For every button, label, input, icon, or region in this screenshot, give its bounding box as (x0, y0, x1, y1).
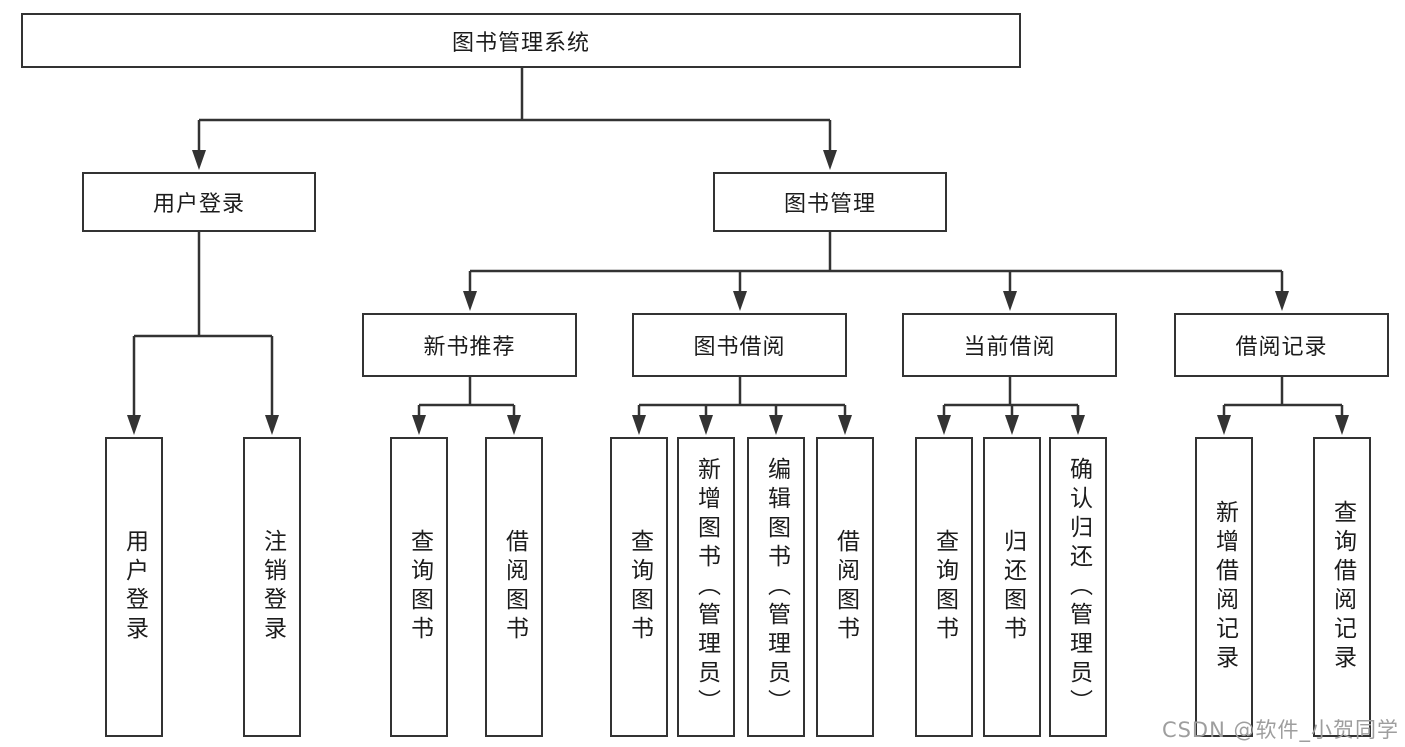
leaf-current-query-books-label: 查询图书 (931, 529, 958, 645)
leaf-current-return-books-label: 归还图书 (999, 529, 1026, 645)
leaf-records-add-record: 新增借阅记录 (1195, 437, 1253, 737)
node-book-borrowing: 图书借阅 (632, 313, 847, 377)
leaf-current-confirm-return-admin: 确认归还（管理员） (1049, 437, 1107, 737)
node-book-management-label: 图书管理 (783, 192, 876, 217)
leaf-records-query-record: 查询借阅记录 (1313, 437, 1371, 737)
node-book-borrowing-label: 图书借阅 (693, 335, 786, 360)
node-current-borrowing: 当前借阅 (902, 313, 1117, 377)
csdn-watermark: CSDN @软件_小贺同学 (1161, 718, 1399, 742)
leaf-user-login-label: 用户登录 (121, 529, 148, 645)
node-new-book-recommend: 新书推荐 (362, 313, 577, 377)
leaf-borrowing-query-books: 查询图书 (610, 437, 668, 737)
leaf-newbook-borrow-books: 借阅图书 (485, 437, 543, 737)
leaf-borrowing-query-books-label: 查询图书 (626, 529, 653, 645)
node-borrowing-records-label: 借阅记录 (1235, 335, 1328, 360)
leaf-borrowing-add-books-admin-label: 新增图书（管理员） (693, 456, 720, 718)
leaf-borrowing-borrow-books: 借阅图书 (816, 437, 874, 737)
leaf-current-return-books: 归还图书 (983, 437, 1041, 737)
leaf-newbook-query-books: 查询图书 (390, 437, 448, 737)
node-user-login: 用户登录 (82, 172, 316, 232)
node-user-login-label: 用户登录 (152, 192, 245, 217)
leaf-current-confirm-return-admin-label: 确认归还（管理员） (1065, 456, 1092, 718)
leaf-borrowing-edit-books-admin: 编辑图书（管理员） (747, 437, 805, 737)
leaf-records-query-record-label: 查询借阅记录 (1329, 500, 1356, 674)
connector-arrows (127, 150, 1349, 435)
node-book-management: 图书管理 (713, 172, 947, 232)
node-root-label: 图书管理系统 (451, 30, 590, 56)
leaf-borrowing-add-books-admin: 新增图书（管理员） (677, 437, 735, 737)
leaf-logout-label: 注销登录 (259, 529, 286, 645)
node-root: 图书管理系统 (21, 13, 1021, 68)
leaf-current-query-books: 查询图书 (915, 437, 973, 737)
node-new-book-recommend-label: 新书推荐 (423, 335, 516, 360)
leaf-records-add-record-label: 新增借阅记录 (1211, 500, 1238, 674)
leaf-newbook-borrow-books-label: 借阅图书 (501, 529, 528, 645)
leaf-user-login: 用户登录 (105, 437, 163, 737)
node-current-borrowing-label: 当前借阅 (963, 335, 1056, 360)
node-borrowing-records: 借阅记录 (1174, 313, 1389, 377)
leaf-logout: 注销登录 (243, 437, 301, 737)
leaf-borrowing-edit-books-admin-label: 编辑图书（管理员） (763, 456, 790, 718)
leaf-borrowing-borrow-books-label: 借阅图书 (832, 529, 859, 645)
leaf-newbook-query-books-label: 查询图书 (406, 529, 433, 645)
